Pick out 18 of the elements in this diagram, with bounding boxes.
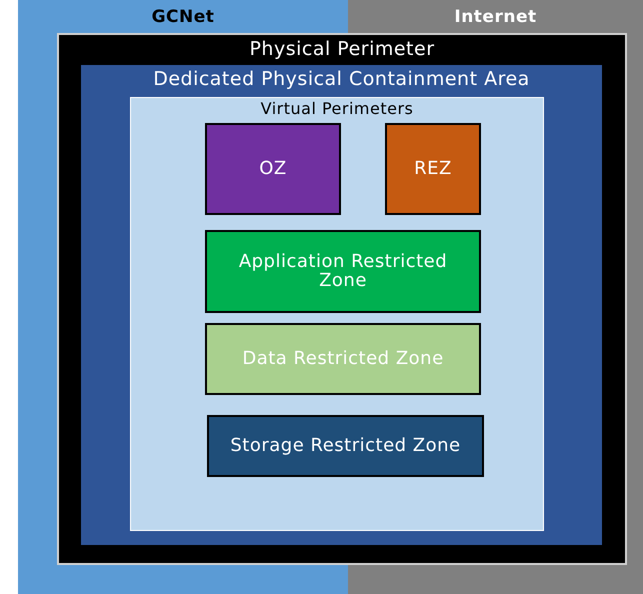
zone-label: Application Restricted Zone bbox=[238, 252, 448, 292]
area-title: GCNet bbox=[150, 8, 216, 27]
zone-box bbox=[207, 415, 484, 477]
area-title: Virtual Perimeters bbox=[260, 100, 414, 118]
zone-label: Data Restricted Zone bbox=[241, 349, 445, 369]
area-title: Internet bbox=[453, 8, 538, 27]
virtual-perimeter-box bbox=[130, 97, 544, 531]
area-title: Dedicated Physical Containment Area bbox=[152, 69, 531, 90]
area-title: Physical Perimeter bbox=[248, 39, 436, 60]
perimeter-box bbox=[57, 33, 627, 565]
zone-label: Storage Restricted Zone bbox=[229, 436, 462, 456]
zone-box bbox=[205, 123, 341, 215]
zone-label: REZ bbox=[413, 159, 453, 179]
containment-area-box bbox=[81, 65, 602, 545]
zone-box bbox=[205, 230, 481, 313]
zone-box bbox=[205, 323, 481, 395]
zone-label: OZ bbox=[258, 159, 288, 179]
zone-box bbox=[385, 123, 481, 215]
